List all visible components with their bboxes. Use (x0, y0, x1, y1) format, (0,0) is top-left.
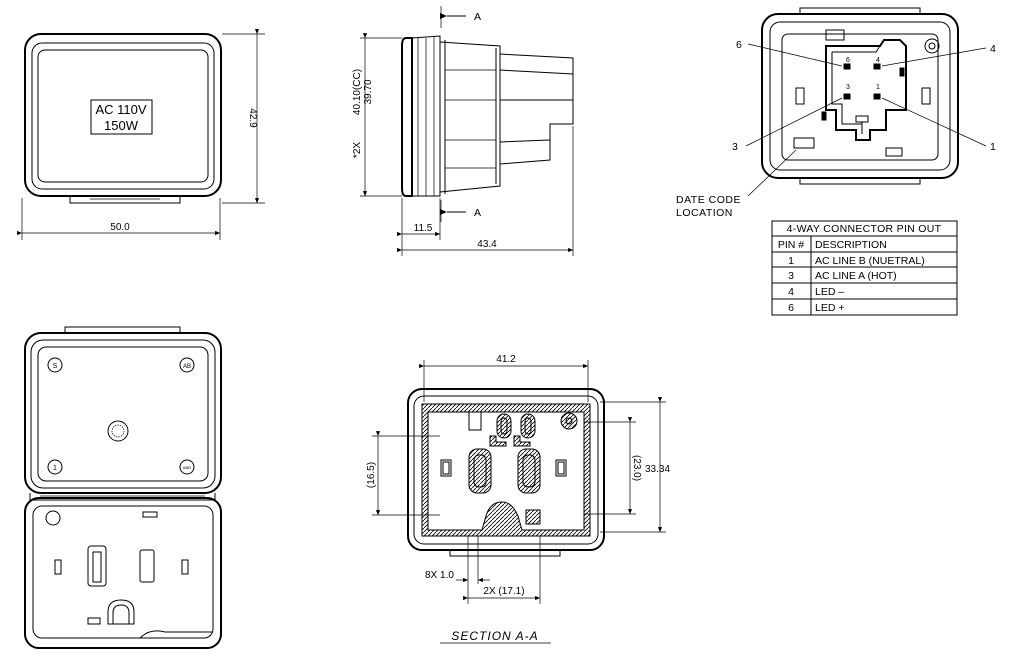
svg-text:1: 1 (876, 84, 880, 91)
open-view: S AB 1 ABR (24, 326, 222, 649)
section-mark-bottom: A (474, 207, 481, 219)
hinge-gear-icon (107, 420, 129, 442)
date-code-line1: DATE CODE (676, 194, 741, 206)
side-height-dim-2: 39.70 (363, 79, 374, 104)
section-title: SECTION A-A (451, 629, 538, 643)
pin-table-row-pin: 6 (788, 302, 794, 314)
side-view: A A *2X 40.10(CC) 39.70 11.5 43.4 (352, 6, 574, 256)
lid-mark-ab: AB (183, 364, 191, 370)
pin-table-header-desc: DESCRIPTION (815, 239, 887, 251)
svg-text:3: 3 (846, 84, 850, 91)
svg-text:6: 6 (846, 57, 850, 64)
section-width-dim: 41.2 (496, 354, 516, 365)
lid-mark-abr: ABR (183, 465, 191, 470)
pin-table-row-desc: AC LINE B (NUETRAL) (815, 255, 925, 267)
side-depth-dim-1: 11.5 (414, 223, 433, 234)
section-pitch-dim: 2X (17.1) (483, 586, 524, 597)
section-height-dim: 33.34 (645, 464, 670, 475)
pin-table-row-pin: 1 (788, 255, 794, 267)
pin-table-row-pin: 4 (788, 286, 794, 298)
svg-text:4: 4 (876, 57, 880, 64)
pin-table: 4-WAY CONNECTOR PIN OUT PIN # DESCRIPTIO… (771, 220, 958, 316)
pin-table-header-pin: PIN # (778, 239, 804, 251)
label-plate-line2: 150W (104, 118, 139, 133)
lid-mark-s: S (53, 363, 58, 370)
pin-table-row-desc: LED + (815, 302, 844, 314)
pin-view: 6 4 3 1 6 4 3 1 DATE CODE LOCATION (676, 7, 996, 219)
section-right-dim: (23.0) (631, 455, 642, 481)
section-view: 41.2 (16.5) (23.0) 33.34 8X 1.0 2X (17.1… (366, 354, 670, 644)
label-plate-line1: AC 110V (95, 102, 146, 117)
date-code-line2: LOCATION (676, 207, 733, 219)
pin-callout-6: 6 (736, 39, 742, 51)
side-depth-dim-2: 43.4 (477, 239, 497, 250)
side-height-dim-1: 40.10(CC) (352, 69, 363, 115)
pin-callout-4: 4 (990, 43, 996, 55)
section-left-dim: (16.5) (366, 462, 377, 488)
section-mark-top: A (474, 11, 481, 23)
front-width-dim: 50.0 (110, 222, 130, 233)
section-spacing-dim: 8X 1.0 (425, 570, 454, 581)
pin-table-title: 4-WAY CONNECTOR PIN OUT (787, 223, 942, 235)
side-height-prefix: *2X (352, 142, 363, 158)
pin-callout-1: 1 (990, 141, 996, 153)
pin-table-row-desc: AC LINE A (HOT) (815, 270, 897, 282)
pin-callout-3: 3 (732, 141, 738, 153)
pin-table-row-pin: 3 (788, 270, 794, 282)
lid-mark-1: 1 (53, 465, 57, 472)
front-height-dim: 42.9 (247, 108, 258, 128)
pin-table-row-desc: LED – (815, 286, 844, 298)
front-view: AC 110V 150W 50.0 42.9 (17, 29, 265, 240)
label-plate: AC 110V 150W (90, 99, 153, 135)
